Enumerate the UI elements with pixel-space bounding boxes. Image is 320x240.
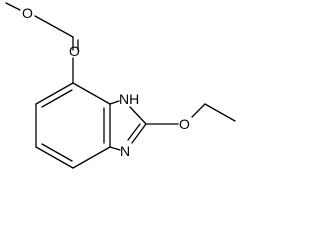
bond-o-carbonyl-c <box>34 15 74 38</box>
molecule-structure: O O NH N O <box>5 2 236 169</box>
atom-ester-oxygen: O <box>22 5 33 21</box>
bonds <box>5 2 236 169</box>
bond-ether-o-ch2 <box>191 103 206 118</box>
bond-c7a-nh <box>109 100 120 105</box>
bond-c4-c3a <box>72 146 111 169</box>
bond-nh-c2 <box>129 106 147 125</box>
bond-c5-c4 <box>35 146 74 169</box>
bond-inner-c7-c6 <box>41 89 73 108</box>
atom-carbonyl-oxygen: O <box>69 43 80 59</box>
bond-c2-n3-double <box>127 123 141 141</box>
atom-labels: O O NH N O <box>22 5 190 159</box>
bond-n3-c3a <box>109 146 121 151</box>
bond-methyl-o <box>5 2 21 11</box>
atom-imine-nitrogen: N <box>120 143 130 159</box>
atom-nh: NH <box>119 91 139 107</box>
bond-ch2-ch3 <box>204 103 236 122</box>
bond-c7a-c7 <box>72 82 111 105</box>
atom-ether-oxygen: O <box>179 116 190 132</box>
bond-c7-c6 <box>35 82 74 105</box>
bond-inner-c5-c4 <box>41 143 73 162</box>
bond-c2-n3 <box>131 123 147 144</box>
